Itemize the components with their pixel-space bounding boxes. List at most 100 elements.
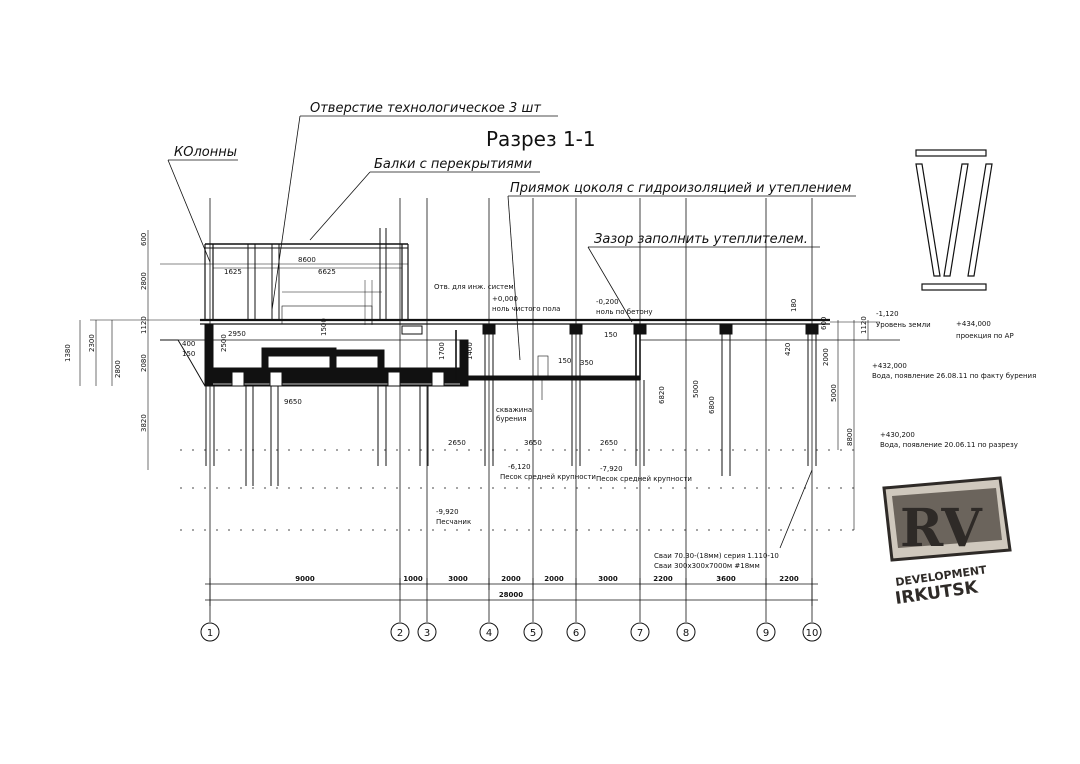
dim-1700: 1700 bbox=[438, 342, 446, 360]
dim-6820: 6820 bbox=[658, 386, 666, 404]
svg-text:9: 9 bbox=[763, 628, 769, 639]
span-6-7: 3000 bbox=[598, 575, 618, 583]
svg-text:7: 7 bbox=[637, 628, 643, 639]
dim-2650a: 2650 bbox=[448, 439, 466, 447]
axis-bubble-8: 8 bbox=[676, 622, 696, 642]
span-3-4: 3000 bbox=[448, 575, 468, 583]
svg-text:5: 5 bbox=[530, 628, 536, 639]
level-concrete: -0,200 bbox=[596, 298, 619, 306]
dim-2000: 2000 bbox=[822, 348, 830, 366]
dim-600b: 600 bbox=[820, 317, 828, 330]
level-sand1-note: Песок средней крупности bbox=[500, 473, 596, 481]
pile-symbol-icon bbox=[915, 149, 993, 291]
axis-bubble-2: 2 bbox=[390, 622, 410, 642]
pile-caps bbox=[401, 323, 819, 335]
bottom-dims bbox=[205, 578, 818, 606]
span-2-3: 1000 bbox=[403, 575, 423, 583]
dim-1380: 1380 bbox=[64, 344, 72, 362]
axis-bubble-1: 1 bbox=[200, 622, 220, 642]
svg-text:3: 3 bbox=[424, 628, 430, 639]
level-concrete-note: ноль по бетону bbox=[596, 308, 652, 316]
piles bbox=[205, 334, 817, 486]
level-sand1: -6,120 bbox=[508, 463, 531, 471]
drawing-title: Разрез 1-1 bbox=[486, 127, 596, 151]
span-1-2: 9000 bbox=[295, 575, 315, 583]
dim-150: 150 bbox=[182, 350, 195, 358]
callout-gap: Зазор заполнить утеплителем. bbox=[594, 232, 808, 247]
dim-2500: 2500 bbox=[220, 334, 228, 352]
well-note: скважина bbox=[496, 406, 532, 414]
level-sand2-note: Песок средней крупности bbox=[596, 475, 692, 483]
axis-bubble-6: 6 bbox=[566, 622, 586, 642]
dim-5000: 5000 bbox=[692, 380, 700, 398]
inner-room bbox=[281, 280, 382, 325]
dim-5000b: 5000 bbox=[830, 384, 838, 402]
roof-frame bbox=[160, 228, 409, 320]
axis-bubble-3: 3 bbox=[417, 622, 437, 642]
dim-2800b: 2800 bbox=[114, 360, 122, 378]
dim-2300: 2300 bbox=[88, 334, 96, 352]
level-432-note: Вода, появление 26.08.11 по факту бурени… bbox=[872, 372, 1036, 380]
pile-note-2: Сваи 300х300х7000м #18мм bbox=[654, 562, 760, 570]
dim-6800: 6800 bbox=[708, 396, 716, 414]
eng-note: Отв. для инж. систем bbox=[434, 283, 514, 291]
dim-1120b: 1120 bbox=[860, 316, 868, 334]
svg-text:8: 8 bbox=[683, 628, 689, 639]
leaders bbox=[167, 115, 856, 549]
pit bbox=[455, 330, 641, 400]
dim-8800: 8800 bbox=[846, 428, 854, 446]
callout-columns: КОлонны bbox=[174, 145, 237, 160]
level-432: +432,000 bbox=[872, 362, 907, 370]
span-9-10: 2200 bbox=[779, 575, 799, 583]
level-floor-note: ноль чистого пола bbox=[492, 305, 560, 313]
level-ground: -1,120 bbox=[876, 310, 899, 318]
logo-letters: RV bbox=[900, 498, 983, 559]
dim-2080: 2080 bbox=[140, 354, 148, 372]
axis-bubble-10: 10 bbox=[802, 622, 822, 642]
svg-text:1: 1 bbox=[207, 628, 213, 639]
svg-text:6: 6 bbox=[573, 628, 579, 639]
callout-beams: Балки с перекрытиями bbox=[374, 157, 532, 172]
level-ground-note: Уровень земли bbox=[876, 321, 931, 329]
axis-lines bbox=[209, 198, 813, 622]
axis-bubble-7: 7 bbox=[630, 622, 650, 642]
dim-6625: 6625 bbox=[318, 268, 336, 276]
ground-lines bbox=[160, 339, 900, 531]
level-sand3-note: Песчаник bbox=[436, 518, 471, 526]
svg-text:2: 2 bbox=[397, 628, 403, 639]
level-floor: +0,000 bbox=[492, 295, 518, 303]
dim-2650b: 2650 bbox=[600, 439, 618, 447]
dim-1400: 1400 bbox=[466, 342, 474, 360]
level-430: +430,200 bbox=[880, 431, 915, 439]
dim-420: 420 bbox=[784, 343, 792, 356]
dim-8600: 8600 bbox=[298, 256, 316, 264]
span-8-9: 3600 bbox=[716, 575, 736, 583]
dim-150c: 150 bbox=[558, 357, 571, 365]
rv-logo: RV DEVELOPMENT IRKUTSK bbox=[882, 476, 1012, 609]
level-434-note: проекция по АР bbox=[956, 332, 1014, 340]
axis-bubble-9: 9 bbox=[756, 622, 776, 642]
well-note-2: бурения bbox=[496, 415, 527, 423]
svg-text:10: 10 bbox=[806, 628, 819, 639]
callout-holes: Отверстие технологическое 3 шт bbox=[310, 101, 541, 116]
dim-1625: 1625 bbox=[224, 268, 242, 276]
span-5-6: 2000 bbox=[544, 575, 564, 583]
dim-2950: 2950 bbox=[228, 330, 246, 338]
dim-1120: 1120 bbox=[140, 316, 148, 334]
dim-1500: 1500 bbox=[320, 318, 328, 336]
span-total: 28000 bbox=[499, 591, 523, 599]
axis-bubble-4: 4 bbox=[479, 622, 499, 642]
level-430-note: Вода, появление 20.06.11 по разрезу bbox=[880, 441, 1018, 449]
svg-text:4: 4 bbox=[486, 628, 492, 639]
floor-slab bbox=[90, 318, 880, 325]
dim-400: 400 bbox=[182, 340, 195, 348]
level-sand3: -9,920 bbox=[436, 508, 459, 516]
dim-150b: 150 bbox=[604, 331, 617, 339]
span-4-5: 2000 bbox=[501, 575, 521, 583]
span-7-8: 2200 bbox=[653, 575, 673, 583]
axis-bubble-5: 5 bbox=[523, 622, 543, 642]
dim-350: 350 bbox=[580, 359, 593, 367]
dim-180: 180 bbox=[790, 299, 798, 312]
level-434: +434,000 bbox=[956, 320, 991, 328]
